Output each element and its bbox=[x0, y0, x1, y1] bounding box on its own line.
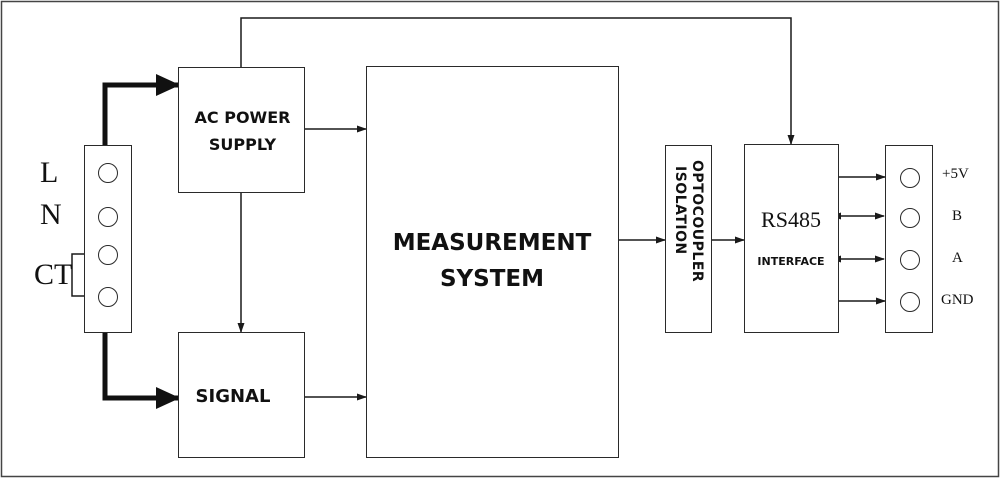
ac-power-supply-block: AC POWER SUPPLY bbox=[178, 67, 305, 193]
label-a: A bbox=[952, 250, 963, 266]
power-line-to-signal bbox=[102, 333, 180, 409]
measurement-label-line2: SYSTEM bbox=[439, 266, 545, 292]
rs485-subtitle: INTERFACE bbox=[757, 255, 825, 268]
terminal-a bbox=[900, 250, 920, 270]
output-terminal-block bbox=[885, 145, 933, 333]
arrow-ac-to-rs485 bbox=[240, 17, 795, 145]
label-b: B bbox=[952, 208, 963, 224]
ac-power-label-line1: AC POWER bbox=[194, 108, 291, 127]
label-ct: CT bbox=[34, 258, 73, 291]
ct-bracket bbox=[71, 253, 95, 297]
input-terminal-block bbox=[84, 145, 132, 333]
terminal-b bbox=[900, 208, 920, 228]
label-l: L bbox=[40, 156, 59, 189]
terminal-n bbox=[98, 207, 118, 227]
measurement-system-block: MEASUREMENT SYSTEM bbox=[366, 66, 619, 458]
optocoupler-label-line1: OPTOCOUPLER bbox=[689, 160, 705, 283]
terminal-5v bbox=[900, 168, 920, 188]
label-5v: +5V bbox=[942, 166, 969, 182]
measurement-label-line1: MEASUREMENT bbox=[392, 230, 592, 256]
rs485-interface-block: RS485 INTERFACE bbox=[744, 144, 839, 333]
optocoupler-label-line2: ISOLATION bbox=[672, 166, 688, 255]
ac-power-label-line2: SUPPLY bbox=[208, 135, 277, 154]
terminal-ct1 bbox=[98, 245, 118, 265]
label-n: N bbox=[40, 198, 62, 231]
terminal-ct2 bbox=[98, 287, 118, 307]
optocoupler-isolation-block: OPTOCOUPLER ISOLATION bbox=[665, 145, 712, 333]
signal-label: SIGNAL bbox=[195, 386, 271, 407]
terminal-gnd bbox=[900, 292, 920, 312]
rs485-title: RS485 bbox=[761, 207, 821, 232]
power-line-to-ac-supply bbox=[102, 74, 180, 145]
label-gnd: GND bbox=[941, 292, 974, 308]
signal-block: SIGNAL bbox=[178, 332, 305, 458]
terminal-l bbox=[98, 163, 118, 183]
